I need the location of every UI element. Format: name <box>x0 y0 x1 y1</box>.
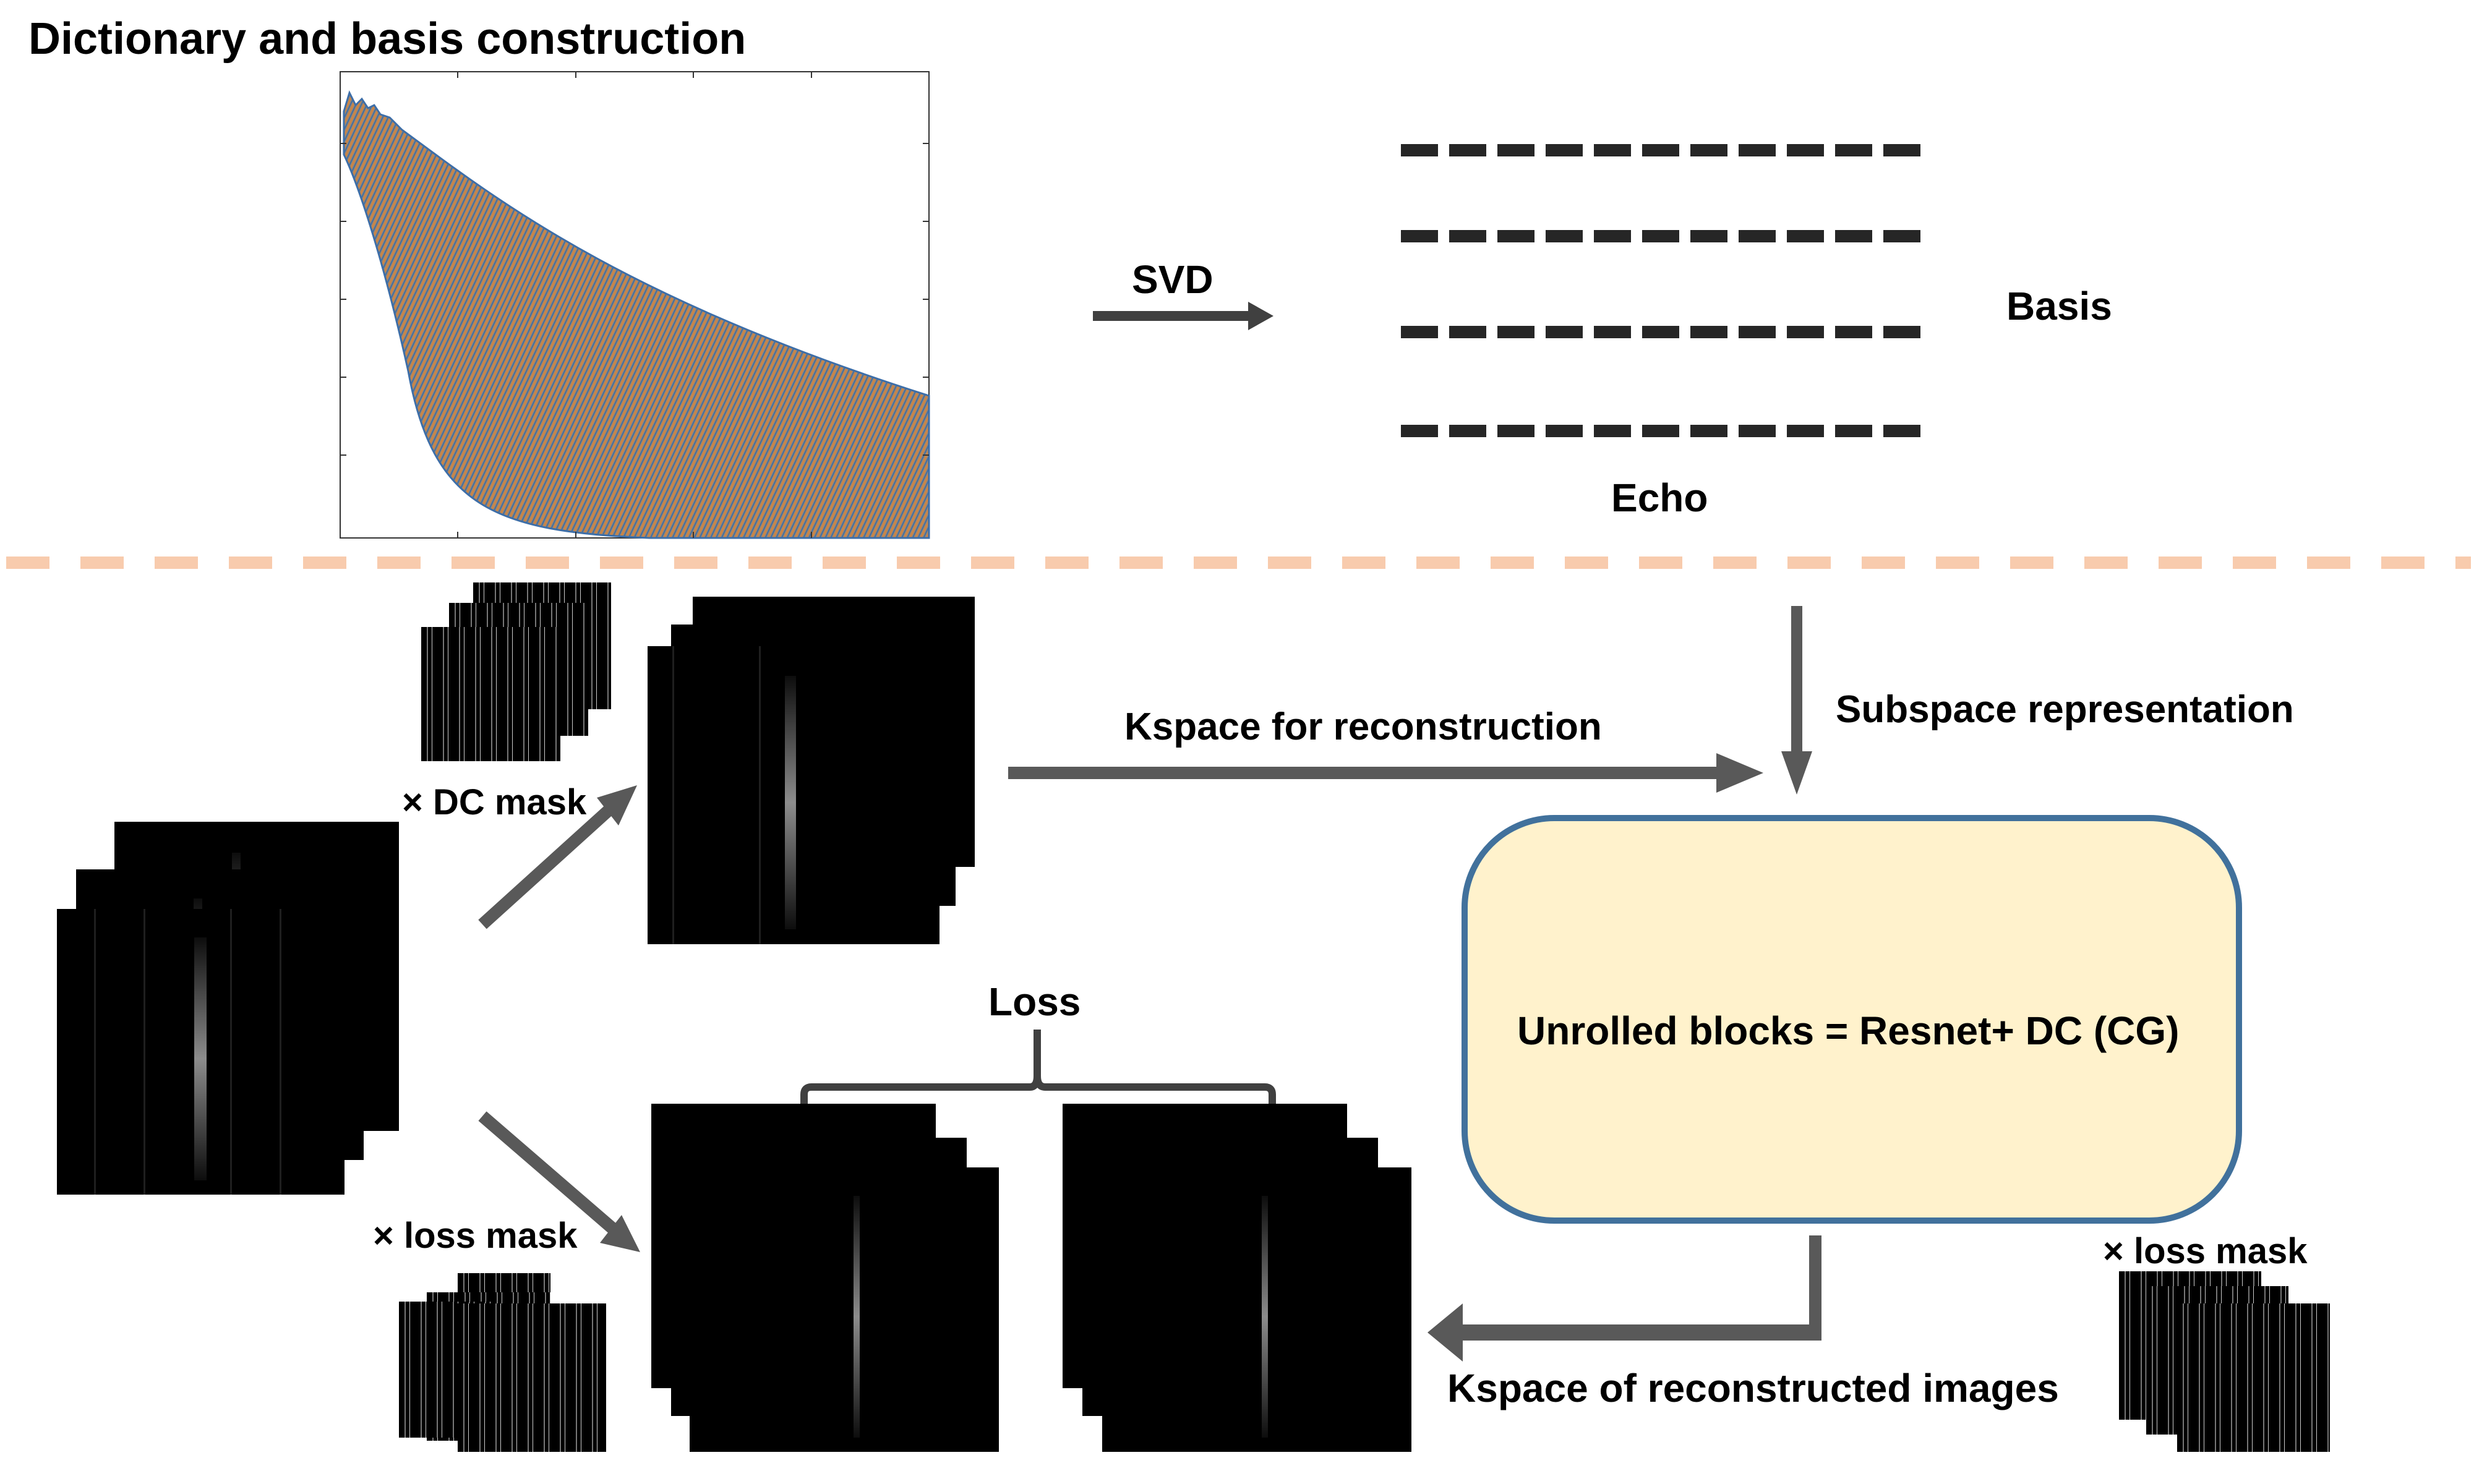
kspace-layer <box>1102 1167 1411 1452</box>
subspace-label: Subspace representation <box>1836 688 2294 731</box>
echo-label: Echo <box>1611 475 1708 520</box>
kspace-reconstructed-label: Kspace of reconstructed images <box>1447 1366 2059 1410</box>
loss-label: Loss <box>988 979 1081 1024</box>
mask-layer <box>458 1303 606 1452</box>
plot-frame <box>340 71 930 539</box>
kspace-layer <box>690 1167 999 1452</box>
dictionary-curves <box>343 90 930 539</box>
kspace-for-recon-label: Kspace for reconstruction <box>1124 706 1602 748</box>
plot-ticks <box>340 72 929 538</box>
arrow-reconstructed-kspace <box>1427 1235 1821 1362</box>
section-title: Dictionary and basis construction <box>28 14 747 64</box>
basis-label: Basis <box>2006 284 2112 328</box>
svd-arrow <box>1093 302 1273 330</box>
loss-mask-label-right: × loss mask <box>2103 1231 2308 1271</box>
arrow-kspace-for-recon <box>1008 753 1763 793</box>
basis-lines <box>1401 144 1923 437</box>
dc-mask-label: × DC mask <box>402 782 587 822</box>
unrolled-blocks-label: Unrolled blocks = Resnet+ DC (CG) <box>1517 1009 2180 1053</box>
unrolled-blocks-box: Unrolled blocks = Resnet+ DC (CG) <box>1462 815 2242 1224</box>
arrow-subspace <box>1781 606 1812 795</box>
mask-layer <box>421 627 560 761</box>
loss-bracket <box>800 1030 1276 1110</box>
svd-label: SVD <box>1132 257 1213 302</box>
kspace-layer <box>57 909 345 1195</box>
kspace-layer <box>648 646 940 944</box>
mask-layer <box>2177 1303 2330 1452</box>
loss-mask-label-left: × loss mask <box>373 1216 578 1256</box>
